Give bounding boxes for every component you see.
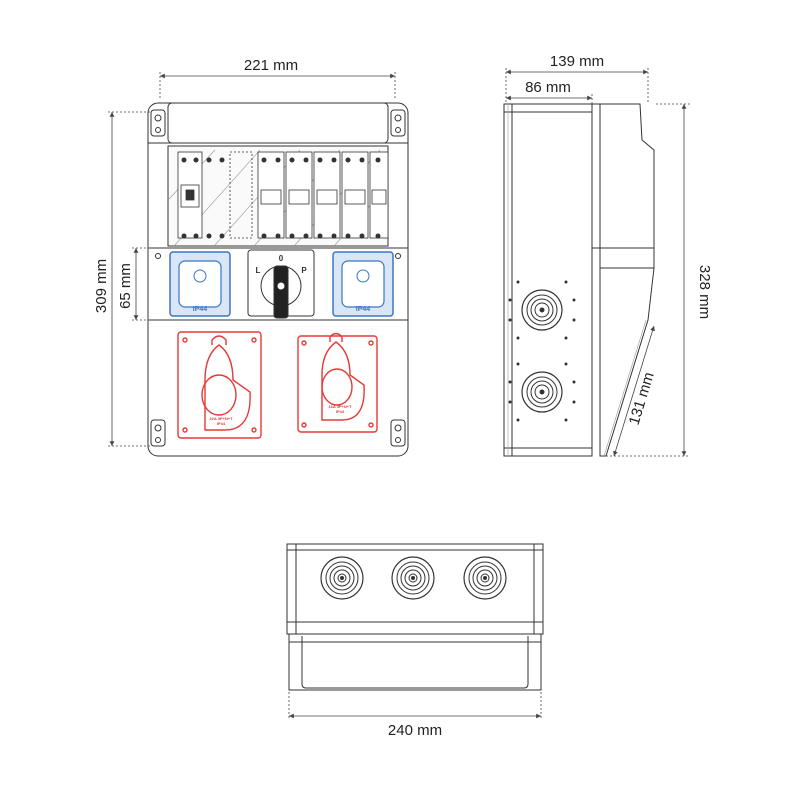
bottom-gland-2: [391, 556, 435, 600]
switch-label-right: P: [301, 266, 307, 275]
bottom-dimensions: [288, 692, 542, 720]
side-enclosure: [503, 103, 593, 457]
blue-socket-left: IP44: [169, 251, 231, 317]
mount-ear-top-right: [390, 109, 406, 137]
bottom-lid: [288, 634, 542, 691]
front-view: IP44 IP44 L 0 P 32A 3P+N+T: [147, 102, 409, 457]
side-inner-depth-label: 86 mm: [525, 79, 571, 96]
front-lid: [167, 102, 389, 144]
terminal-screws-top: [181, 157, 381, 163]
red-socket-right-ip: IP44: [336, 409, 345, 414]
mount-ear-top-left: [150, 109, 166, 137]
red-socket-left-ip: IP44: [217, 421, 226, 426]
side-slant-label: 131 mm: [626, 370, 658, 427]
bottom-gland-1: [320, 556, 364, 600]
switch-label-center: 0: [279, 254, 284, 263]
terminal-screws-bottom: [181, 233, 381, 239]
bottom-width-label: 240 mm: [388, 722, 442, 739]
front-width-label: 221 mm: [244, 57, 298, 74]
side-height-label: 328 mm: [696, 265, 713, 319]
red-socket-right: 16A 3P+N+T IP44: [297, 332, 378, 433]
side-depth-label: 139 mm: [550, 53, 604, 70]
blue-socket-right-label: IP44: [356, 306, 371, 313]
side-gland-lower: [508, 362, 576, 422]
front-section-label: 65 mm: [117, 263, 134, 309]
bottom-enclosure: [286, 543, 544, 635]
bottom-view: [286, 543, 544, 691]
side-gland-upper: [508, 280, 576, 340]
blue-socket-left-label: IP44: [193, 306, 208, 313]
red-socket-right-rating: 16A 3P+N+T: [328, 404, 352, 409]
switch-label-left: L: [256, 266, 261, 275]
side-dimensions: [505, 68, 690, 457]
blue-socket-right: IP44: [332, 251, 394, 317]
red-socket-left: 32A 3P+N+T IP44: [177, 331, 262, 439]
front-height-label: 309 mm: [93, 259, 110, 313]
breakers: [177, 151, 389, 239]
rotary-switch-handle: [273, 265, 289, 319]
front-dimensions: [108, 72, 396, 447]
bottom-gland-3: [463, 556, 507, 600]
red-socket-left-rating: 32A 3P+N+T: [209, 416, 233, 421]
mount-ear-bottom-left: [150, 419, 166, 447]
mount-ear-bottom-right: [390, 419, 406, 447]
rotary-switch: L 0 P: [247, 249, 315, 319]
